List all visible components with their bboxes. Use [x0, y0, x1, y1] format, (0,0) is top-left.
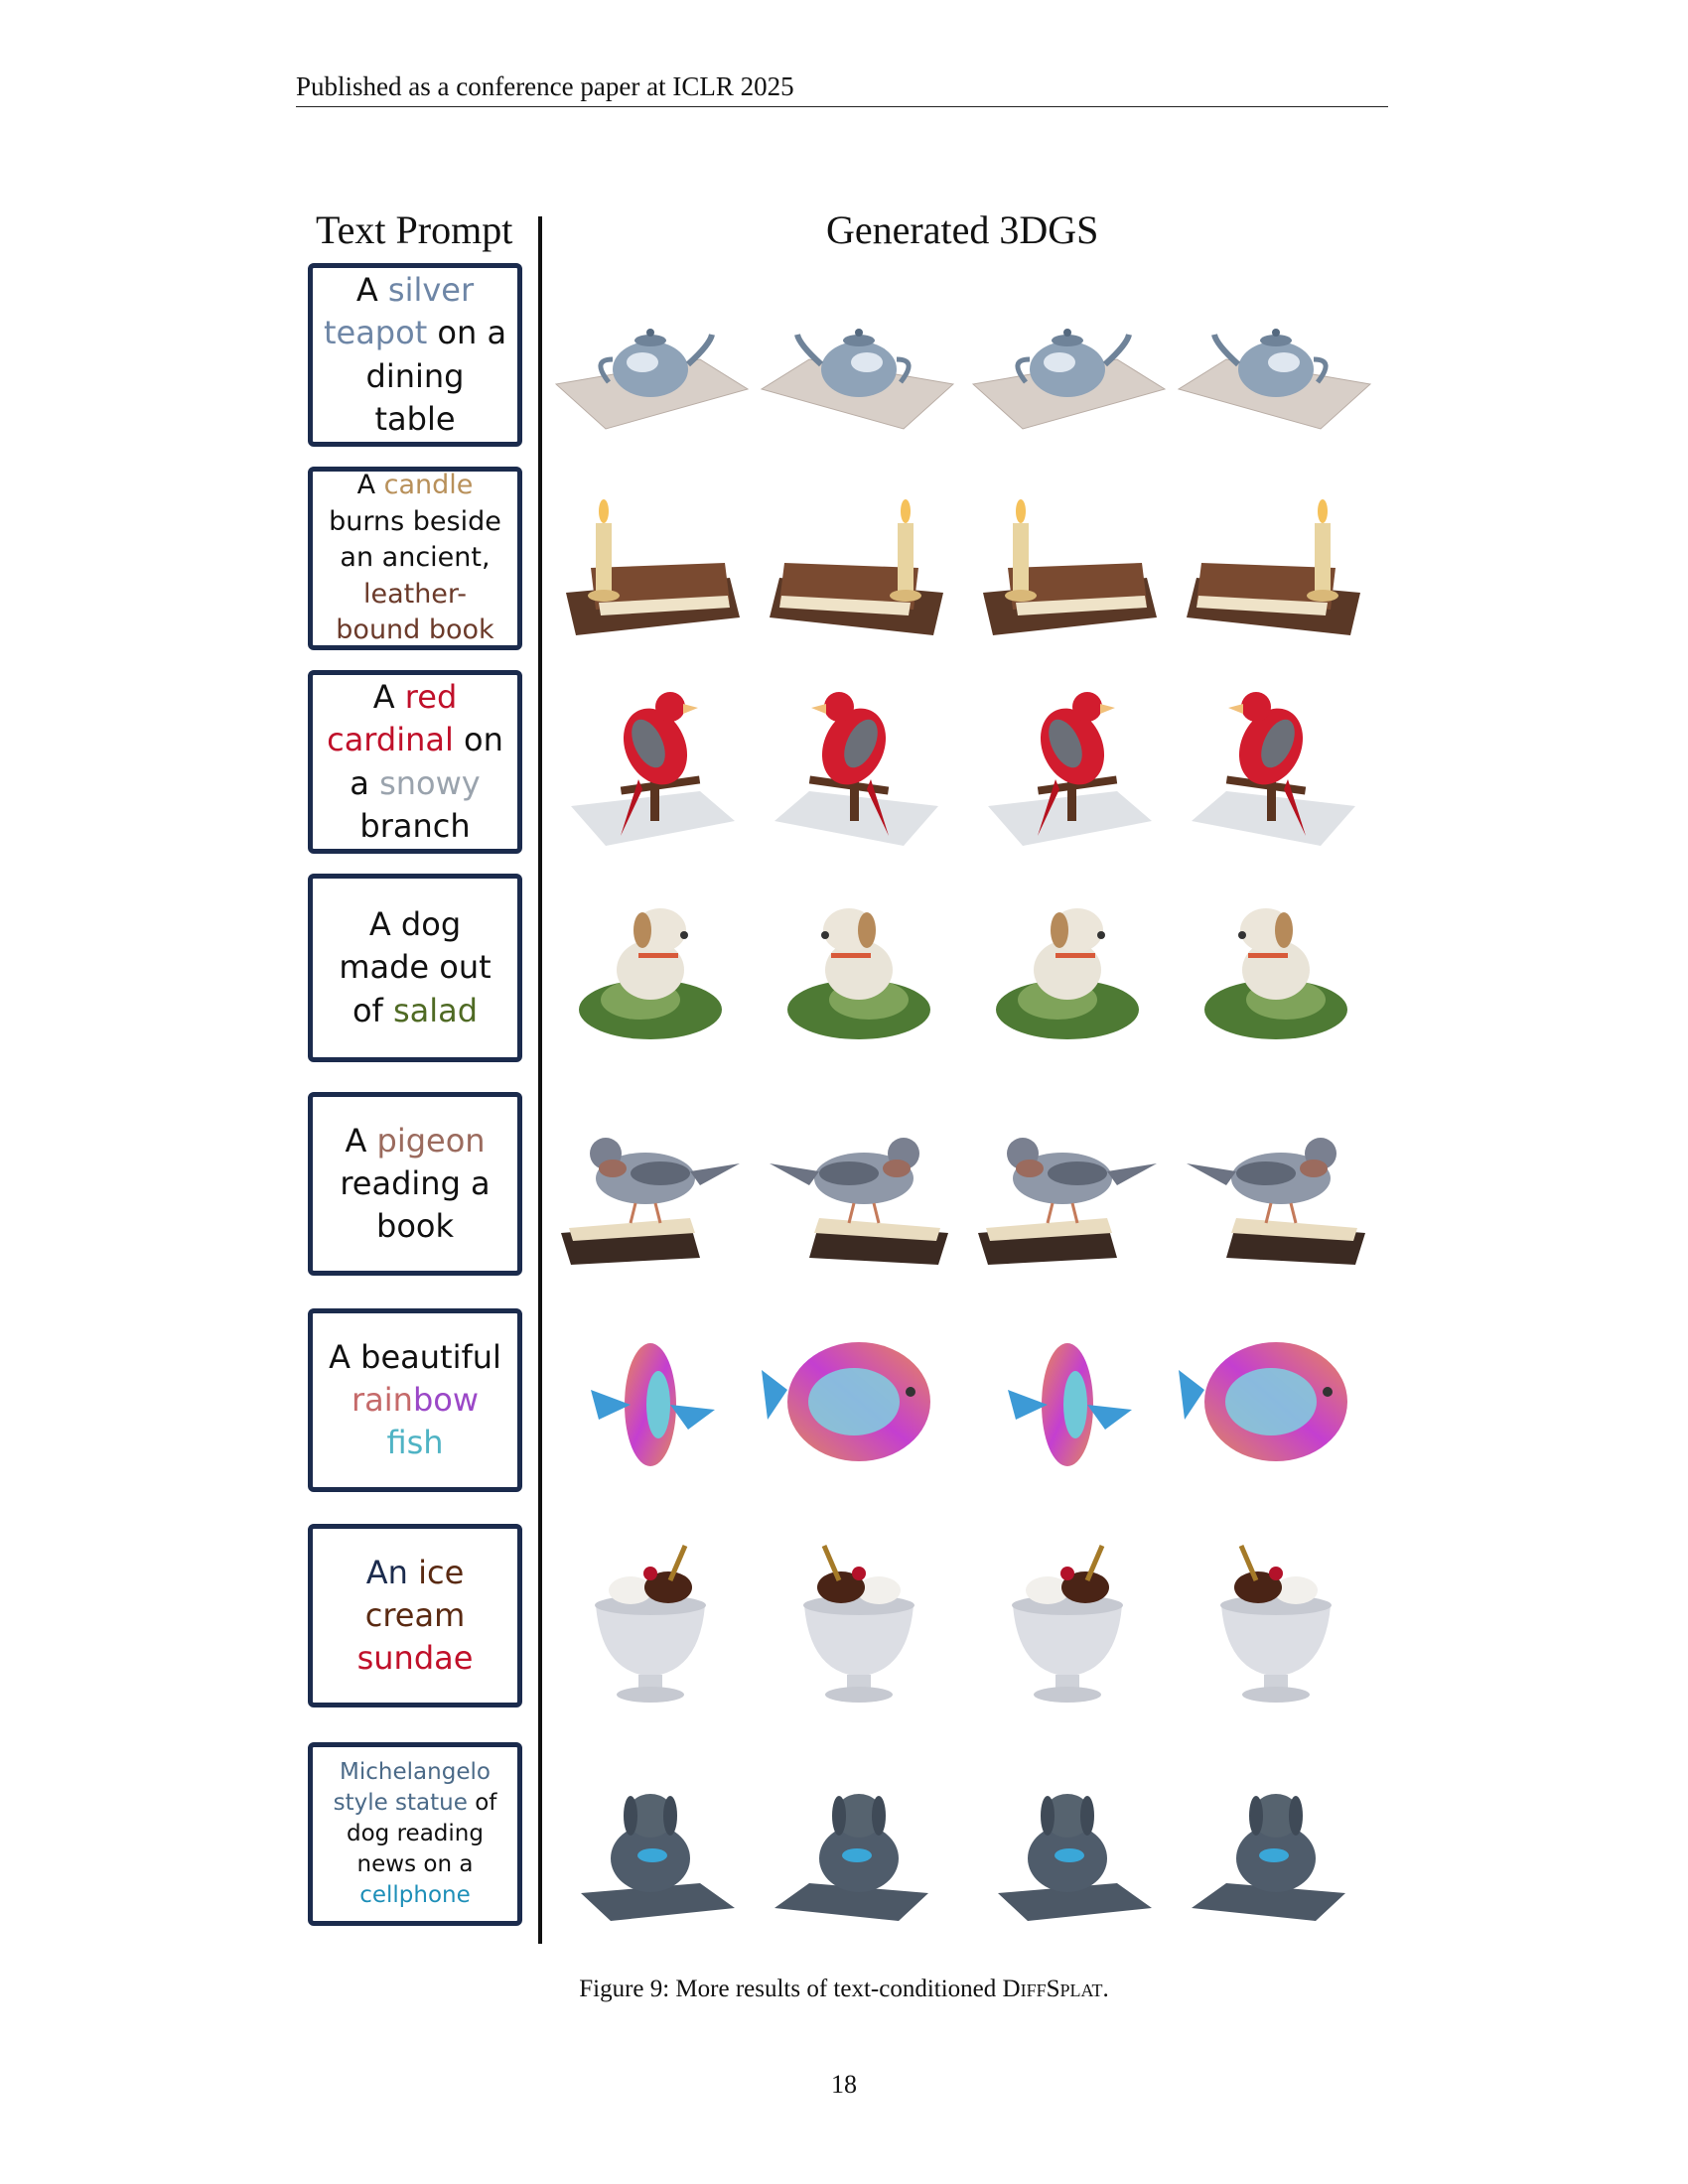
caption-suffix: .: [1102, 1976, 1109, 2002]
prompt-segment: burns beside an ancient,: [329, 505, 501, 574]
prompt-text: A dog made out of salad: [323, 903, 507, 1032]
prompt-segment: ice cream: [364, 1553, 466, 1634]
salad-dog-view-3: [968, 876, 1167, 1069]
prompt-box: A red cardinal on a snowy branch: [308, 670, 522, 854]
generated-views-row: [546, 1310, 1390, 1499]
prompt-segment: A beautiful: [329, 1337, 501, 1376]
salad-dog-view-4: [1177, 876, 1375, 1069]
ice-cream-sundae-view-3: [968, 1526, 1167, 1719]
salad-dog-view-2: [760, 876, 958, 1069]
cardinal-view-4: [1177, 672, 1375, 866]
prompt-segment: rain: [352, 1380, 413, 1419]
prompt-box: A dog made out of salad: [308, 874, 522, 1062]
caption-method-name: DiffSplat: [1002, 1976, 1103, 2002]
teapot-view-3: [968, 265, 1167, 459]
caption-prefix: Figure 9: More results of text-condition…: [579, 1976, 1003, 2002]
text-prompt-column-title: Text Prompt: [316, 207, 513, 252]
page-number: 18: [831, 2070, 857, 2099]
prompt-text: A silver teapot on a dining table: [323, 269, 507, 441]
prompt-box: A candle burns beside an ancient, leathe…: [308, 467, 522, 650]
generated-views-row: [546, 469, 1390, 657]
candle-book-view-4: [1177, 469, 1375, 662]
dog-statue-view-1: [551, 1744, 750, 1938]
generated-3dgs-column-title: Generated 3DGS: [826, 207, 1099, 252]
prompt-box: A silver teapot on a dining table: [308, 263, 522, 447]
ice-cream-sundae-view-4: [1177, 1526, 1375, 1719]
cardinal-view-1: [551, 672, 750, 866]
prompt-segment: red cardinal: [327, 678, 458, 759]
prompt-segment: bow: [412, 1380, 479, 1419]
prompt-segment: A: [372, 678, 405, 717]
prompt-segment: of dog reading news on a: [347, 1789, 497, 1878]
salad-dog-view-1: [551, 876, 750, 1069]
generated-views-row: [546, 1094, 1390, 1283]
generated-views-row: [546, 265, 1390, 454]
prompt-segment: A: [356, 470, 384, 501]
prompt-text: An ice cream sundae: [323, 1552, 507, 1681]
prompt-box: A pigeon reading a book: [308, 1092, 522, 1276]
prompt-segment: on a: [350, 721, 503, 802]
prompt-text: A pigeon reading a book: [323, 1120, 507, 1249]
cardinal-view-3: [968, 672, 1167, 866]
prompt-segment: sundae: [356, 1639, 474, 1678]
prompt-segment: reading a book: [340, 1163, 491, 1246]
rainbow-fish-view-1: [551, 1310, 750, 1504]
prompt-segment: leather-bound book: [336, 578, 494, 646]
rainbow-fish-view-4: [1177, 1310, 1375, 1504]
teapot-view-4: [1177, 265, 1375, 459]
prompt-segment: Michelangelo style statue: [333, 1758, 491, 1816]
rainbow-fish-view-2: [760, 1310, 958, 1504]
prompt-segment: candle: [383, 470, 474, 501]
prompt-segment: on a dining table: [365, 314, 507, 438]
prompt-segment: An: [365, 1553, 419, 1591]
prompt-segment: salad: [392, 991, 479, 1029]
rainbow-fish-view-3: [968, 1310, 1167, 1504]
generated-views-row: [546, 1744, 1390, 1933]
prompt-segment: A: [345, 1121, 377, 1160]
teapot-view-2: [760, 265, 958, 459]
pigeon-book-view-1: [551, 1094, 750, 1288]
pigeon-book-view-4: [1177, 1094, 1375, 1288]
candle-book-view-2: [760, 469, 958, 662]
column-divider: [538, 216, 542, 1944]
prompt-segment: silver teapot: [323, 271, 475, 352]
figure-caption: Figure 9: More results of text-condition…: [0, 1976, 1688, 2003]
ice-cream-sundae-view-1: [551, 1526, 750, 1719]
prompt-segment: A dog made out of: [339, 905, 492, 1029]
generated-views-row: [546, 1526, 1390, 1714]
prompt-box: An ice cream sundae: [308, 1524, 522, 1707]
prompt-segment: branch: [359, 806, 471, 845]
prompt-segment: fish: [386, 1424, 444, 1462]
header-rule: [296, 106, 1388, 107]
prompt-text: A beautiful rainbow fish: [323, 1336, 507, 1465]
prompt-segment: pigeon: [376, 1121, 486, 1160]
prompt-text: Michelangelo style statue of dog reading…: [323, 1757, 507, 1911]
generated-views-row: [546, 672, 1390, 861]
pigeon-book-view-3: [968, 1094, 1167, 1288]
candle-book-view-1: [551, 469, 750, 662]
prompt-segment: snowy: [379, 763, 481, 802]
dog-statue-view-3: [968, 1744, 1167, 1938]
cardinal-view-2: [760, 672, 958, 866]
prompt-box: A beautiful rainbow fish: [308, 1308, 522, 1492]
candle-book-view-3: [968, 469, 1167, 662]
pigeon-book-view-2: [760, 1094, 958, 1288]
generated-views-row: [546, 876, 1390, 1064]
ice-cream-sundae-view-2: [760, 1526, 958, 1719]
teapot-view-1: [551, 265, 750, 459]
prompt-segment: cellphone: [359, 1882, 471, 1909]
prompt-text: A red cardinal on a snowy branch: [323, 676, 507, 848]
prompt-text: A candle burns beside an ancient, leathe…: [323, 468, 507, 648]
dog-statue-view-4: [1177, 1744, 1375, 1938]
running-header: Published as a conference paper at ICLR …: [296, 71, 794, 101]
dog-statue-view-2: [760, 1744, 958, 1938]
prompt-segment: A: [355, 271, 388, 310]
prompt-box: Michelangelo style statue of dog reading…: [308, 1742, 522, 1926]
